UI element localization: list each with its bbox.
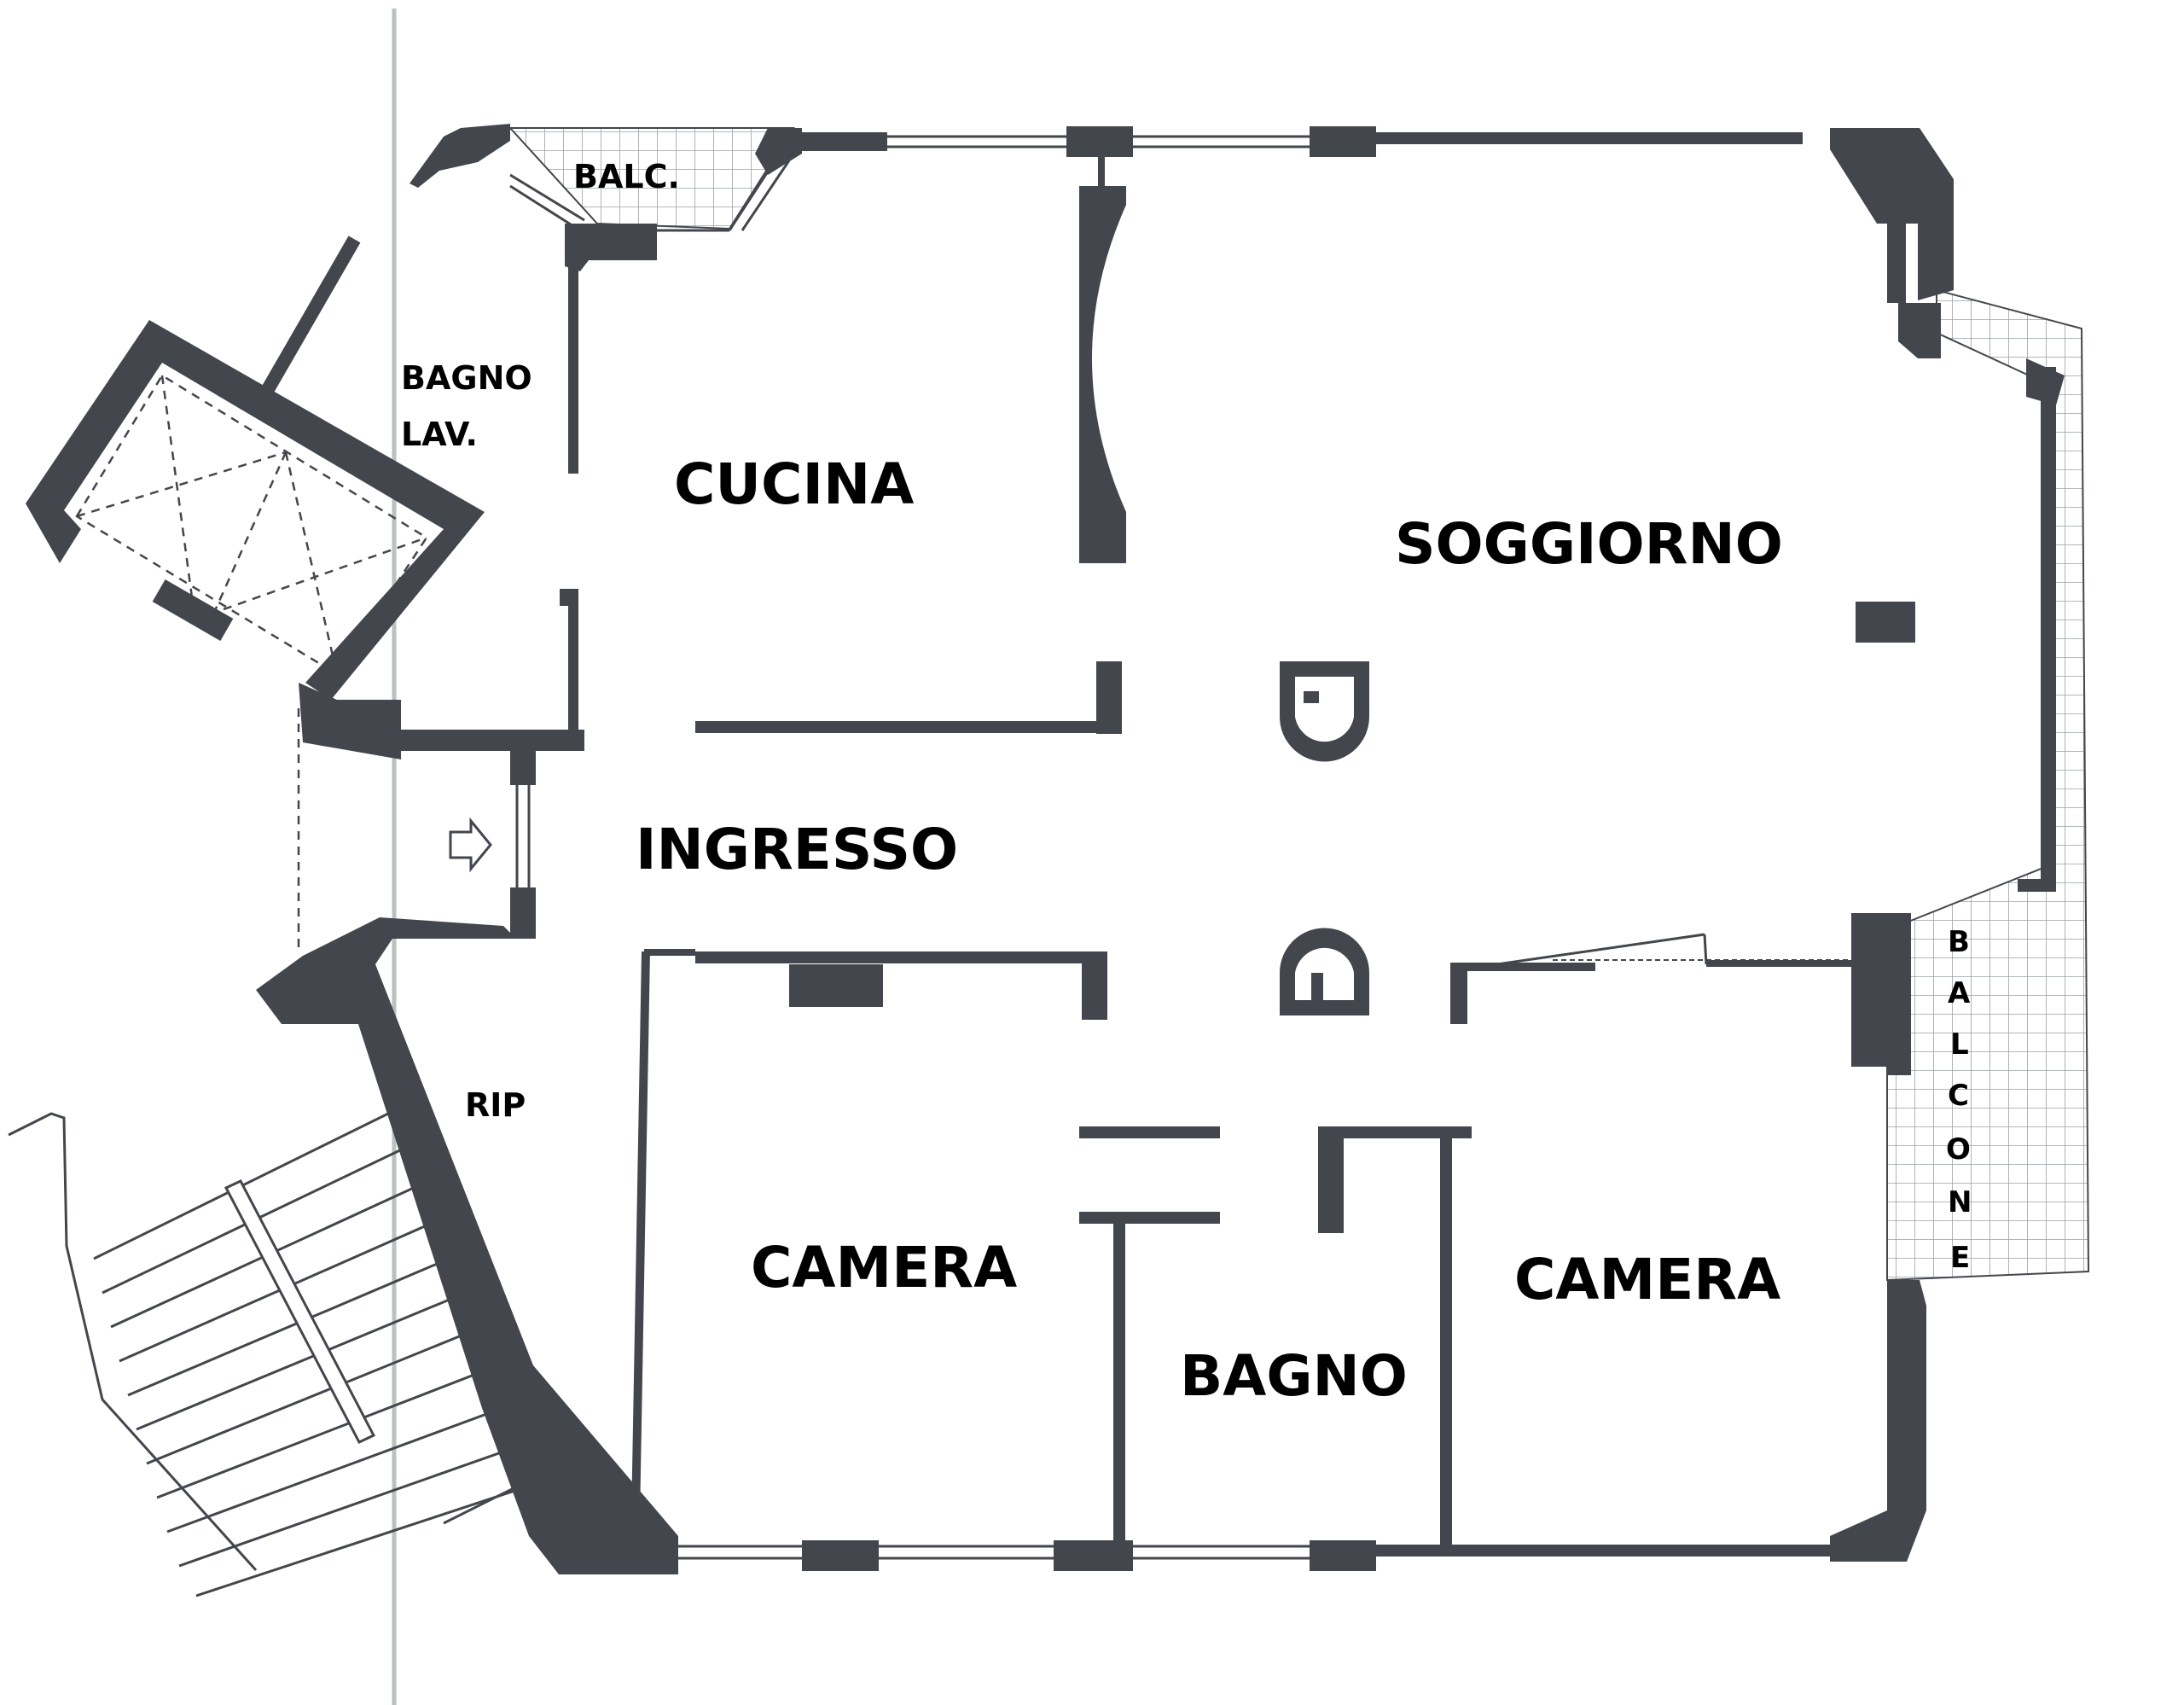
room-label-soggiorno: SOGGIORNO [1395, 511, 1783, 577]
room-label-rip: RIP [465, 1086, 526, 1124]
balc-windows [509, 151, 791, 232]
room-label-bagno-lav: BAGNO [401, 359, 532, 397]
room-label-balc: BALC. [573, 158, 680, 195]
balcone-letter: E [1950, 1241, 1970, 1275]
room-label-ingresso: INGRESSO [636, 817, 958, 882]
balcone-letter: C [1948, 1079, 1969, 1113]
room-label-camera-left: CAMERA [751, 1235, 1017, 1301]
room-label-cucina: CUCINA [674, 451, 914, 517]
balcone-letter: O [1946, 1132, 1971, 1167]
balcony-right [1886, 288, 2090, 1282]
door-symbol-top [1280, 661, 1369, 762]
interior-walls [297, 154, 1915, 1545]
exterior-walls [256, 124, 2065, 1574]
balcone-letter: N [1948, 1185, 1972, 1219]
balcone-letter: L [1950, 1027, 1969, 1062]
door-symbol-bottom [1280, 928, 1369, 1015]
room-label-camera-right: CAMERA [1514, 1247, 1780, 1312]
balcone-letter: A [1948, 976, 1971, 1010]
entrance-arrow-icon [449, 817, 492, 873]
balcone-letter: B [1948, 925, 1970, 959]
room-label-lav: LAV. [401, 416, 478, 453]
room-label-balcone: B A L C O N E [1946, 925, 1972, 1275]
elevator-shaft-icon [26, 236, 485, 700]
staircase-icon [8, 1112, 572, 1597]
room-label-bagno: BAGNO [1180, 1343, 1408, 1409]
